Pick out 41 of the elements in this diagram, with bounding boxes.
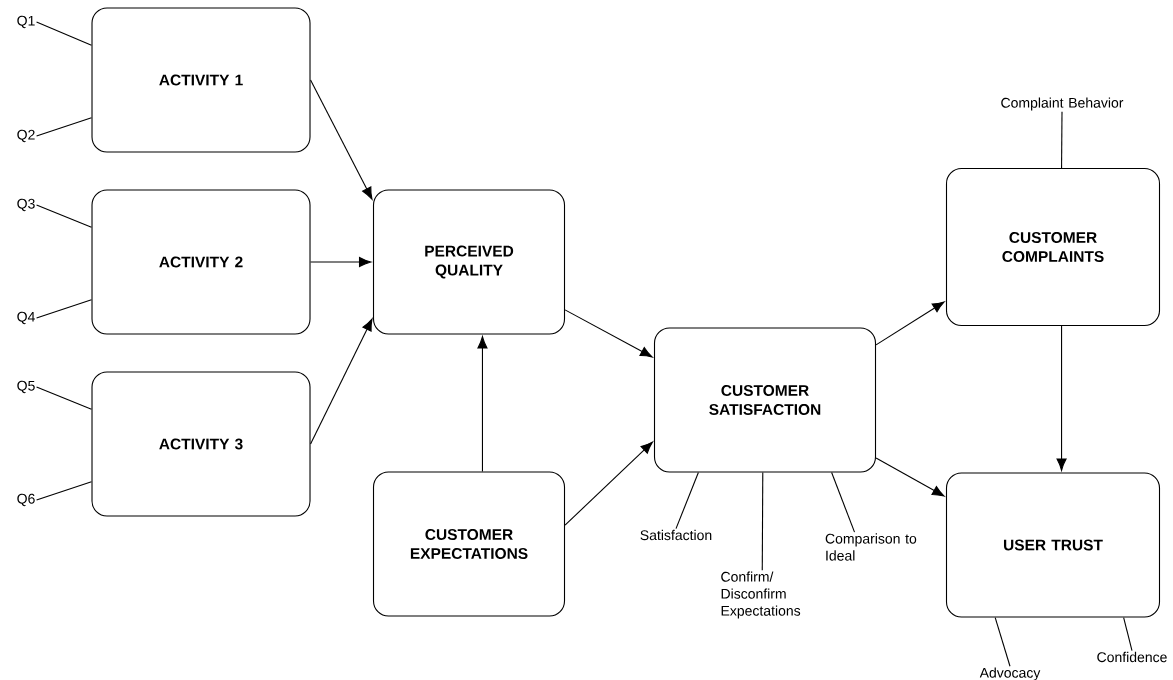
- question-label: Q2: [17, 129, 35, 143]
- arrow: [310, 318, 373, 445]
- arrow: [564, 441, 653, 526]
- leader-line: [761, 472, 764, 571]
- construct-box: PERCEIVED QUALITY: [372, 189, 566, 335]
- leader-line: [831, 472, 856, 533]
- indicator-label: Confidence: [1097, 651, 1167, 663]
- leader-line: [36, 204, 92, 228]
- question-label: Q4: [17, 311, 35, 325]
- construct-box: CUSTOMER EXPECTATIONS: [372, 471, 566, 617]
- leader-line: [994, 617, 1011, 667]
- leader-line: [675, 472, 699, 530]
- arrow: [875, 457, 945, 497]
- leader-line: [36, 21, 92, 46]
- arrow: [564, 309, 653, 358]
- question-label: Q3: [17, 198, 35, 212]
- leader-line: [36, 481, 92, 501]
- construct-box: CUSTOMER COMPLAINTS: [945, 167, 1161, 327]
- indicator-label: Complaint Behavior: [1001, 97, 1124, 111]
- leader-line: [36, 386, 92, 410]
- construct-box: ACTIVITY 3: [91, 371, 311, 517]
- construct-box: USER TRUST: [945, 472, 1161, 618]
- arrow: [477, 336, 488, 472]
- arrow: [310, 256, 372, 268]
- question-label: Q5: [17, 380, 35, 394]
- question-label: Q6: [17, 493, 35, 507]
- arrow: [1056, 325, 1067, 471]
- leader-line: [1123, 617, 1133, 652]
- indicator-label: Comparison to Ideal: [825, 533, 917, 561]
- question-label: Q1: [17, 15, 35, 29]
- construct-box: ACTIVITY 1: [91, 7, 311, 153]
- indicator-label: Satisfaction: [640, 529, 712, 541]
- leader-line: [36, 299, 92, 319]
- arrow: [310, 79, 373, 200]
- leader-line: [1061, 111, 1063, 169]
- construct-box: ACTIVITY 2: [91, 189, 311, 335]
- construct-box: CUSTOMER SATISFACTION: [653, 327, 877, 473]
- indicator-label: Advocacy: [979, 667, 1041, 680]
- arrow: [875, 301, 945, 346]
- leader-line: [36, 117, 92, 137]
- indicator-label: Confirm/ Disconfirm Expectations: [721, 571, 801, 619]
